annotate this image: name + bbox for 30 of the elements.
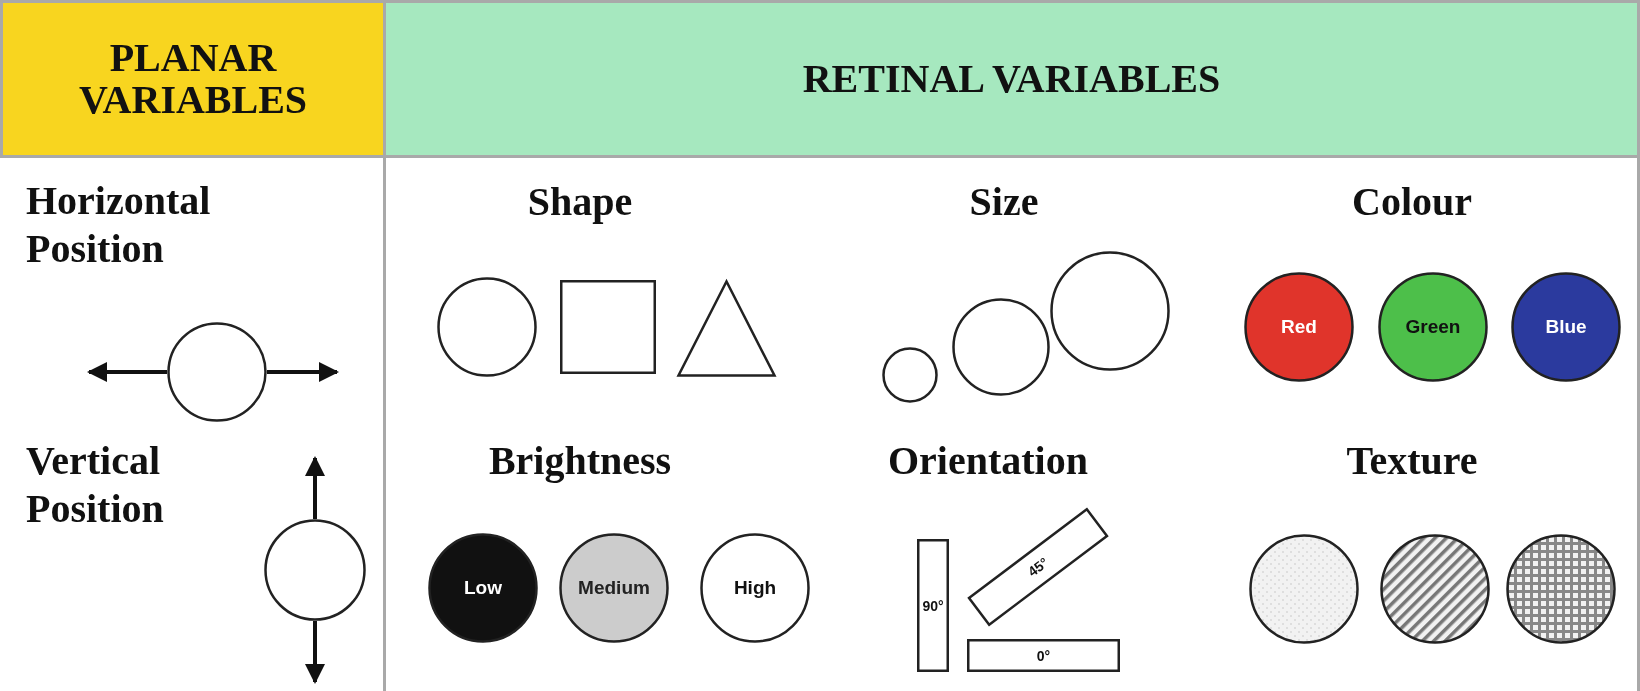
circle-shape bbox=[437, 277, 537, 377]
variable-heading: Texture bbox=[1345, 437, 1479, 485]
labeled-circle: Low bbox=[428, 533, 538, 643]
labeled-circle: Red bbox=[1244, 272, 1354, 382]
labeled-circle: Green bbox=[1378, 272, 1488, 382]
variable-label: Vertical Position bbox=[26, 437, 165, 533]
circle-shape bbox=[167, 322, 267, 422]
labeled-circle: Medium bbox=[559, 533, 669, 643]
square-shape bbox=[560, 280, 656, 374]
textured-circle bbox=[1249, 534, 1359, 644]
circle-shape bbox=[882, 347, 938, 403]
circle-shape bbox=[952, 298, 1050, 396]
textured-circle bbox=[1506, 534, 1616, 644]
labeled-bar: 90° bbox=[917, 539, 949, 672]
textured-circle bbox=[1380, 534, 1490, 644]
variable-heading: Orientation bbox=[887, 437, 1089, 485]
circle-shape bbox=[1050, 251, 1170, 371]
labeled-circle: High bbox=[700, 533, 810, 643]
triangle-shape bbox=[677, 280, 776, 377]
labeled-bar: 0° bbox=[967, 639, 1120, 672]
header-cell: PLANAR VARIABLES bbox=[0, 0, 386, 158]
labeled-bar: 45° bbox=[967, 507, 1109, 627]
variable-heading: Brightness bbox=[487, 437, 673, 485]
header-cell: RETINAL VARIABLES bbox=[383, 0, 1640, 158]
variable-heading: Colour bbox=[1351, 178, 1473, 226]
variable-heading: Shape bbox=[526, 178, 634, 226]
labeled-circle: Blue bbox=[1511, 272, 1621, 382]
circle-shape bbox=[264, 519, 366, 621]
variable-heading: Size bbox=[968, 178, 1040, 226]
variable-label: Horizontal Position bbox=[26, 177, 212, 273]
